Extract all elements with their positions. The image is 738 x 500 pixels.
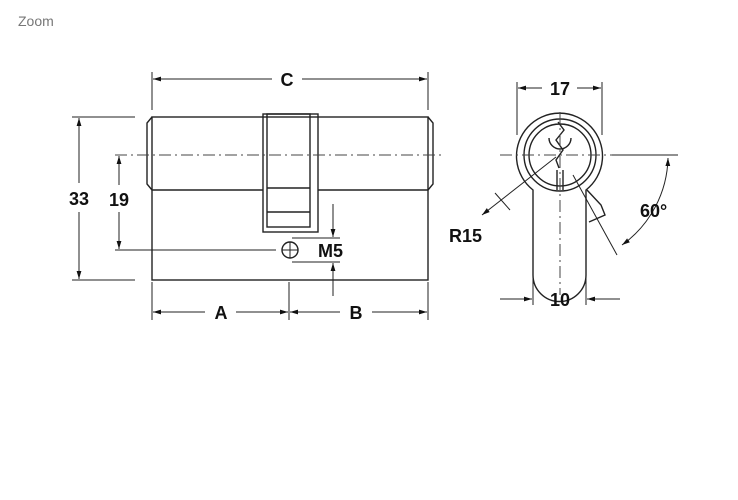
dim-19-label: 19 — [109, 190, 129, 210]
dim-m5-label: M5 — [318, 241, 343, 261]
zoom-link[interactable]: Zoom — [18, 13, 54, 29]
dim-60-label: 60° — [640, 201, 667, 221]
dim-r15-label: R15 — [449, 226, 482, 246]
front-view: 60° R15 17 10 — [449, 79, 678, 310]
dim-a-label: A — [215, 303, 228, 323]
dim-17-label: 17 — [550, 79, 570, 99]
dim-10-label: 10 — [550, 290, 570, 310]
dim-b-label: B — [350, 303, 363, 323]
dim-33-label: 33 — [69, 189, 89, 209]
dim-c-label: C — [281, 70, 294, 90]
side-view: C A B 33 19 M5 — [69, 70, 445, 323]
